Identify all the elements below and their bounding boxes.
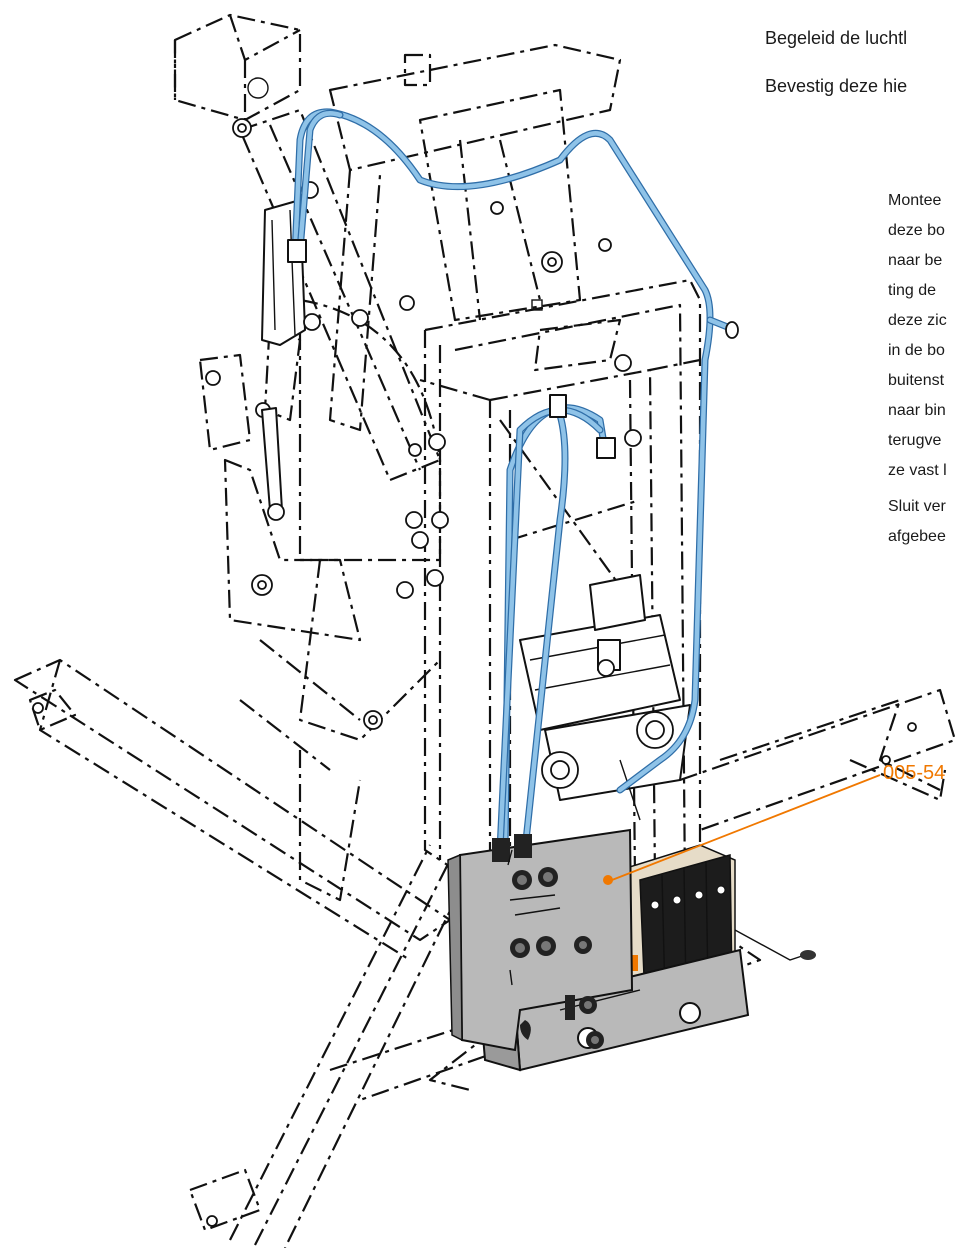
paragraph-1-line: terugve	[888, 432, 942, 449]
paragraph-1-line: deze bo	[888, 222, 945, 239]
instruction-line-2: Bevestig deze hie	[765, 76, 908, 96]
instruction-paragraph-2: Sluit ver afgebee	[888, 492, 946, 552]
paragraph-2-line: Sluit ver	[888, 498, 946, 515]
swing-arm-assembly	[173, 13, 622, 902]
plate-fittings	[492, 834, 604, 1049]
paragraph-1-line: ting de	[888, 282, 937, 299]
instruction-paragraph-1: Montee deze bo naar be ting de deze zic …	[888, 186, 947, 486]
paragraph-1-line: naar bin	[888, 402, 946, 419]
paragraph-2-line: afgebee	[888, 528, 946, 545]
paragraph-1-line: deze zic	[888, 312, 947, 329]
vertical-column	[408, 278, 702, 902]
part-number-callout: 005-54	[883, 762, 946, 784]
paragraph-1-line: buitenst	[888, 372, 945, 389]
paragraph-1-line: Montee	[888, 192, 942, 209]
paragraph-1-line: in de bo	[888, 342, 945, 359]
callout-leader	[603, 774, 881, 885]
paragraph-1-line: ze vast l	[888, 462, 947, 479]
pneumatic-clamp	[519, 574, 691, 821]
paragraph-1-line: naar be	[888, 252, 943, 269]
instruction-line-1: Begeleid de luchtl	[765, 28, 908, 48]
air-hose-routing	[287, 108, 739, 854]
mounting-plate	[447, 828, 750, 1072]
